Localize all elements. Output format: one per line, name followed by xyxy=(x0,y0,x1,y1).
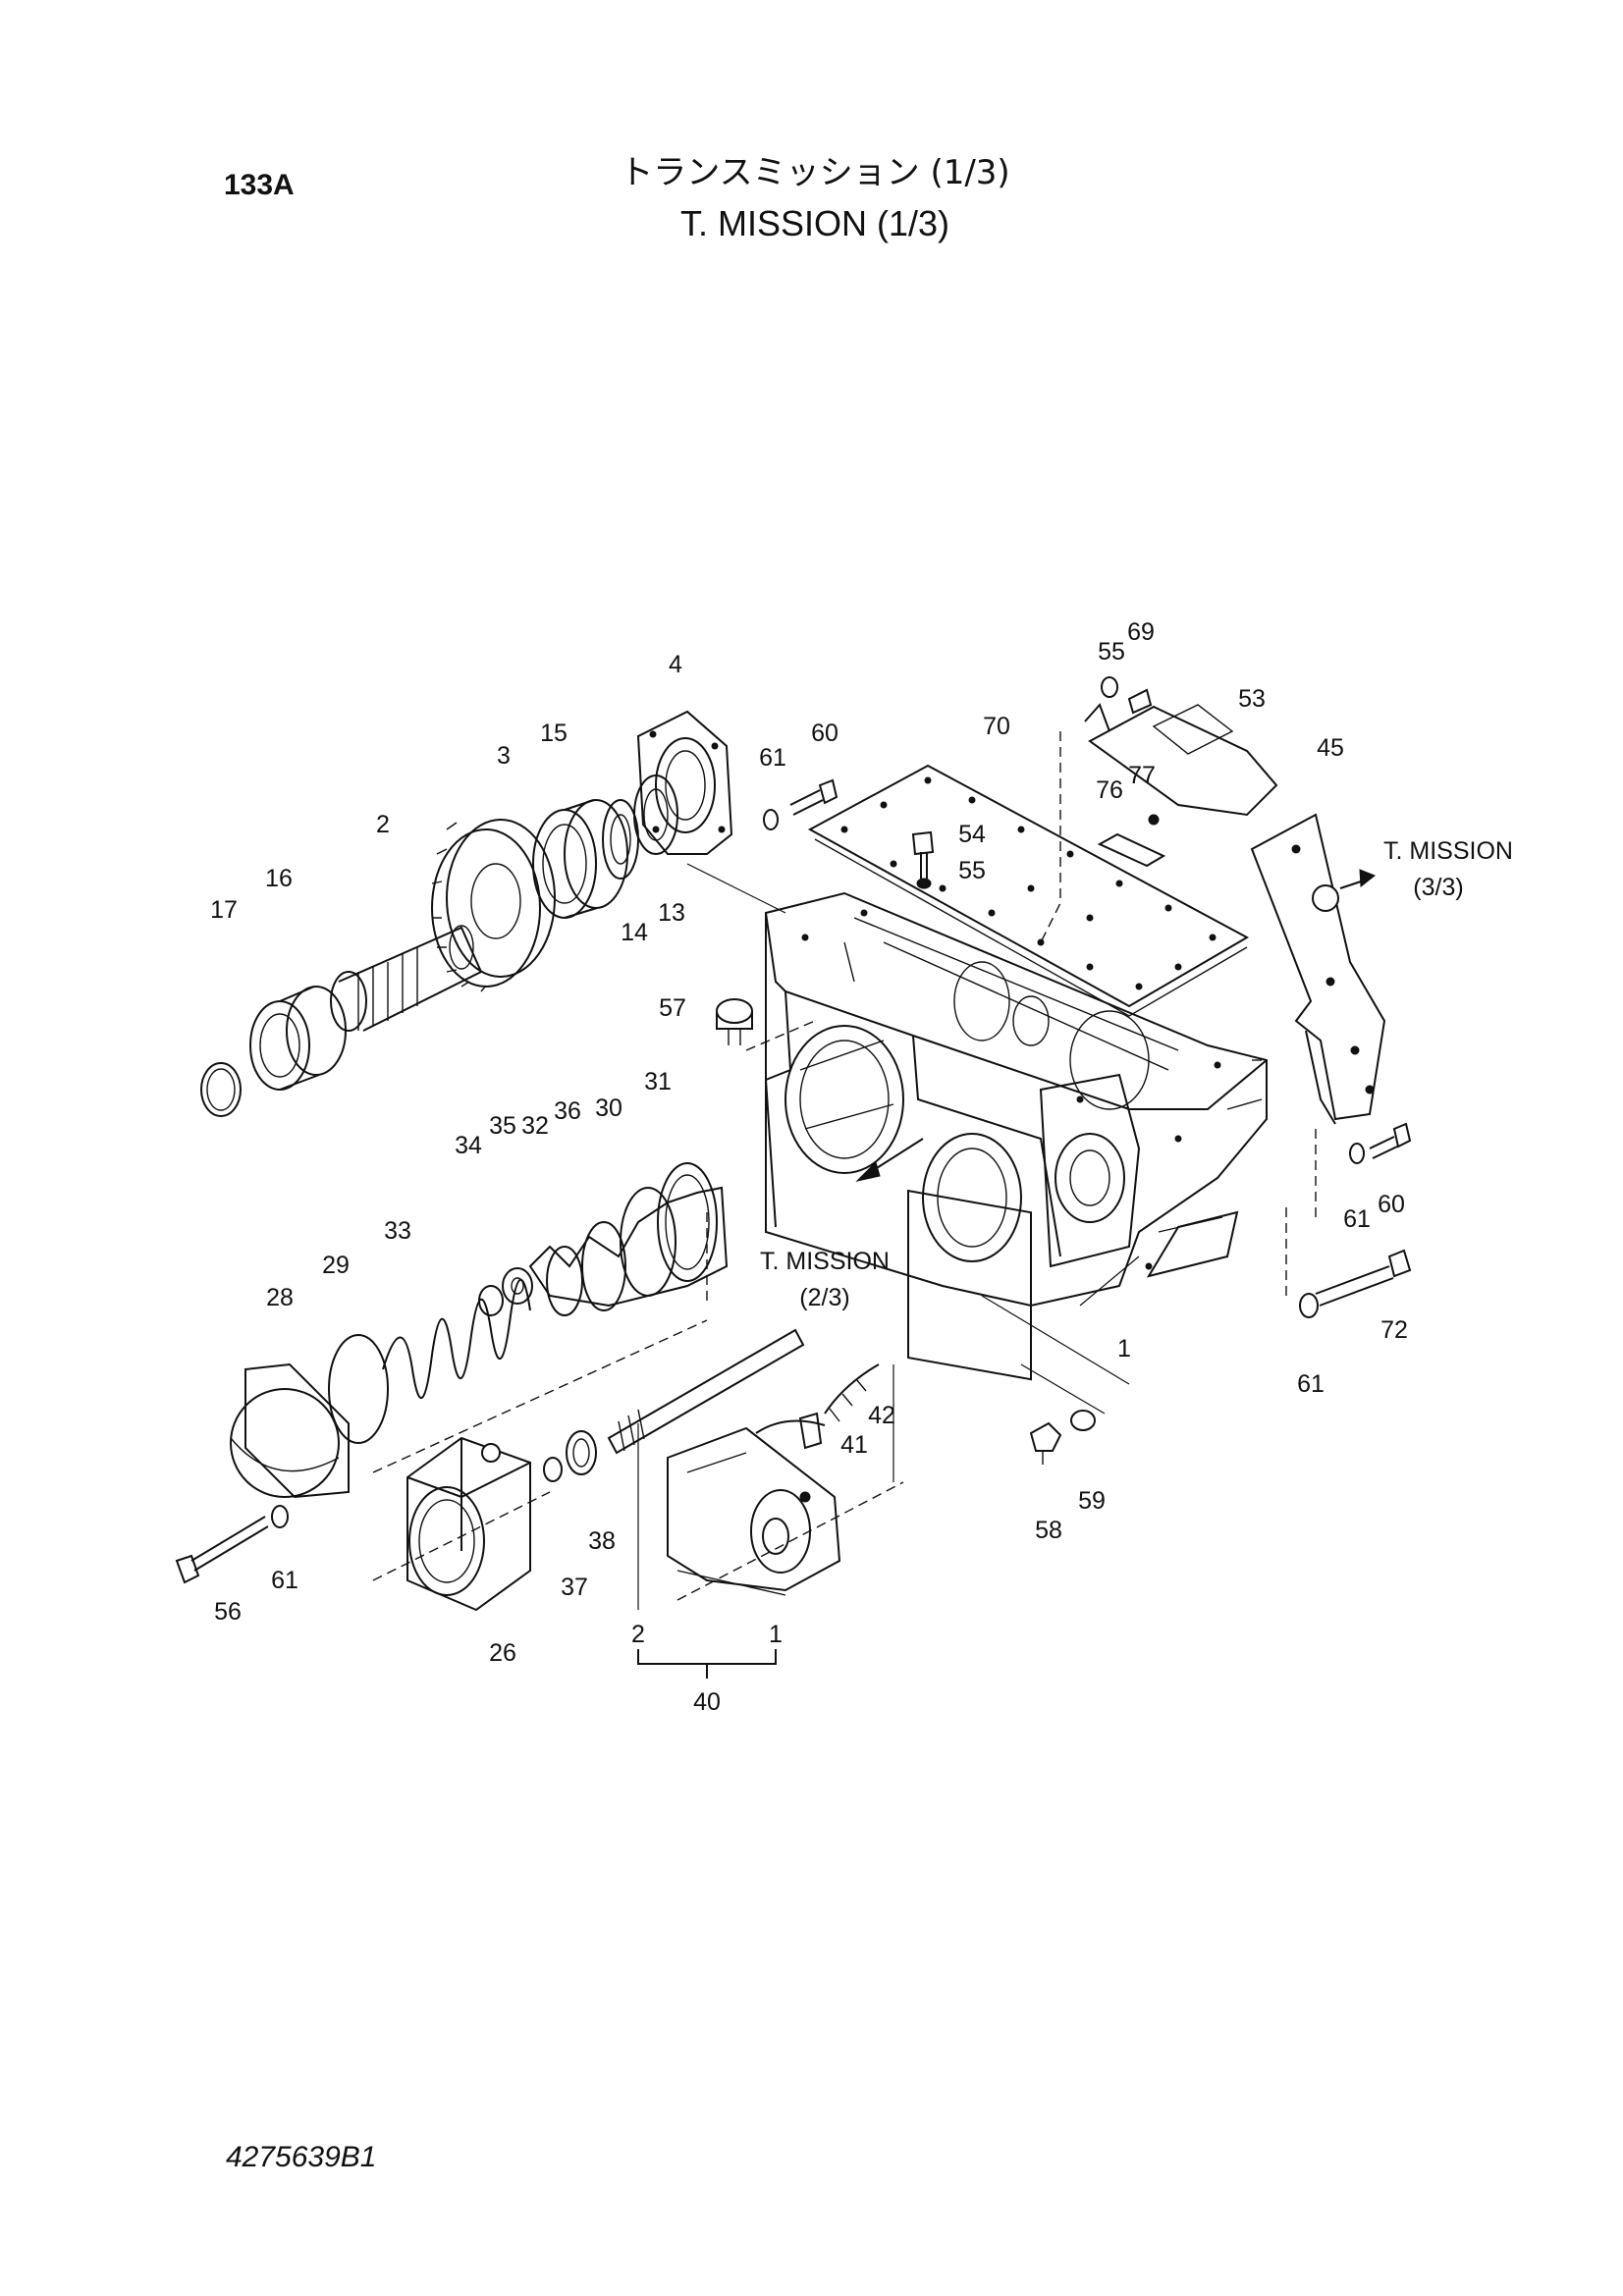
callout-58: 58 xyxy=(1035,1517,1062,1544)
callout-69: 69 xyxy=(1127,618,1155,646)
callout-40: 40 xyxy=(693,1688,721,1716)
callout-61-right: 61 xyxy=(1343,1205,1371,1233)
lower-cylinder-assembly xyxy=(175,1162,805,1612)
ref-3of3-label: T. MISSION xyxy=(1383,837,1513,865)
ref-3of3-page: (3/3) xyxy=(1413,874,1463,901)
callout-30: 30 xyxy=(595,1095,622,1122)
callout-72: 72 xyxy=(1380,1316,1408,1344)
ref-2of3-page: (2/3) xyxy=(799,1284,849,1311)
callout-1-case: 1 xyxy=(1117,1335,1131,1362)
callout-34: 34 xyxy=(455,1132,482,1159)
callout-29: 29 xyxy=(322,1252,350,1279)
callout-59: 59 xyxy=(1078,1487,1106,1515)
callout-28: 28 xyxy=(266,1284,294,1311)
title-block: トランスミッション (1/3) T. MISSION (1/3) xyxy=(589,147,1041,249)
callout-17: 17 xyxy=(210,896,238,924)
callout-60-left: 60 xyxy=(811,720,839,747)
callout-55-upper: 55 xyxy=(1098,638,1125,666)
callout-61-left: 61 xyxy=(271,1567,298,1594)
callout-41: 41 xyxy=(840,1431,868,1459)
page-code: 133A xyxy=(224,169,295,201)
assembly-bracket-40 xyxy=(637,1649,777,1679)
callout-15: 15 xyxy=(540,720,568,747)
callout-4: 4 xyxy=(669,651,682,678)
callout-14: 14 xyxy=(621,919,648,946)
callout-56: 56 xyxy=(214,1598,242,1626)
callout-36: 36 xyxy=(554,1097,581,1125)
callout-77: 77 xyxy=(1128,762,1156,789)
callout-16: 16 xyxy=(265,865,293,892)
callout-33: 33 xyxy=(384,1217,411,1245)
callout-37: 37 xyxy=(561,1574,588,1601)
callout-54: 54 xyxy=(958,821,986,848)
callout-1-bracket: 1 xyxy=(769,1621,783,1648)
callout-45: 45 xyxy=(1317,734,1344,762)
input-shaft-assembly xyxy=(200,710,839,1117)
title-japanese: トランスミッション (1/3) xyxy=(620,153,1010,192)
lower-bracket xyxy=(667,1363,904,1601)
callout-2-shaft: 2 xyxy=(376,811,390,838)
callout-60-right: 60 xyxy=(1378,1191,1405,1218)
callout-42: 42 xyxy=(868,1402,895,1429)
callout-3: 3 xyxy=(497,742,511,770)
callout-70: 70 xyxy=(983,713,1010,740)
callout-61-lower-right: 61 xyxy=(1297,1370,1325,1398)
callout-76: 76 xyxy=(1096,776,1123,804)
callout-35: 35 xyxy=(489,1112,516,1140)
callout-26: 26 xyxy=(489,1639,516,1667)
right-side-parts xyxy=(716,676,1412,1465)
document-number: 4275639B1 xyxy=(226,2141,377,2173)
ref-2of3-label: T. MISSION xyxy=(760,1248,890,1275)
top-cover-plate xyxy=(807,764,1250,1017)
title-english: T. MISSION (1/3) xyxy=(679,203,950,243)
callout-53: 53 xyxy=(1238,685,1266,713)
callout-61-top: 61 xyxy=(759,744,786,772)
callout-55-lower: 55 xyxy=(958,857,986,884)
callout-31: 31 xyxy=(644,1068,672,1095)
callout-13: 13 xyxy=(658,899,685,927)
callout-2-lower-shaft: 2 xyxy=(631,1621,645,1648)
callout-labels: 1 1 2 2 3 4 13 14 15 16 17 26 28 29 30 3… xyxy=(210,618,1513,1716)
callout-32: 32 xyxy=(521,1112,549,1140)
transmission-case xyxy=(764,891,1268,1381)
callout-38: 38 xyxy=(588,1527,616,1555)
reference-arrows xyxy=(855,869,1376,1182)
callout-57: 57 xyxy=(659,994,686,1022)
